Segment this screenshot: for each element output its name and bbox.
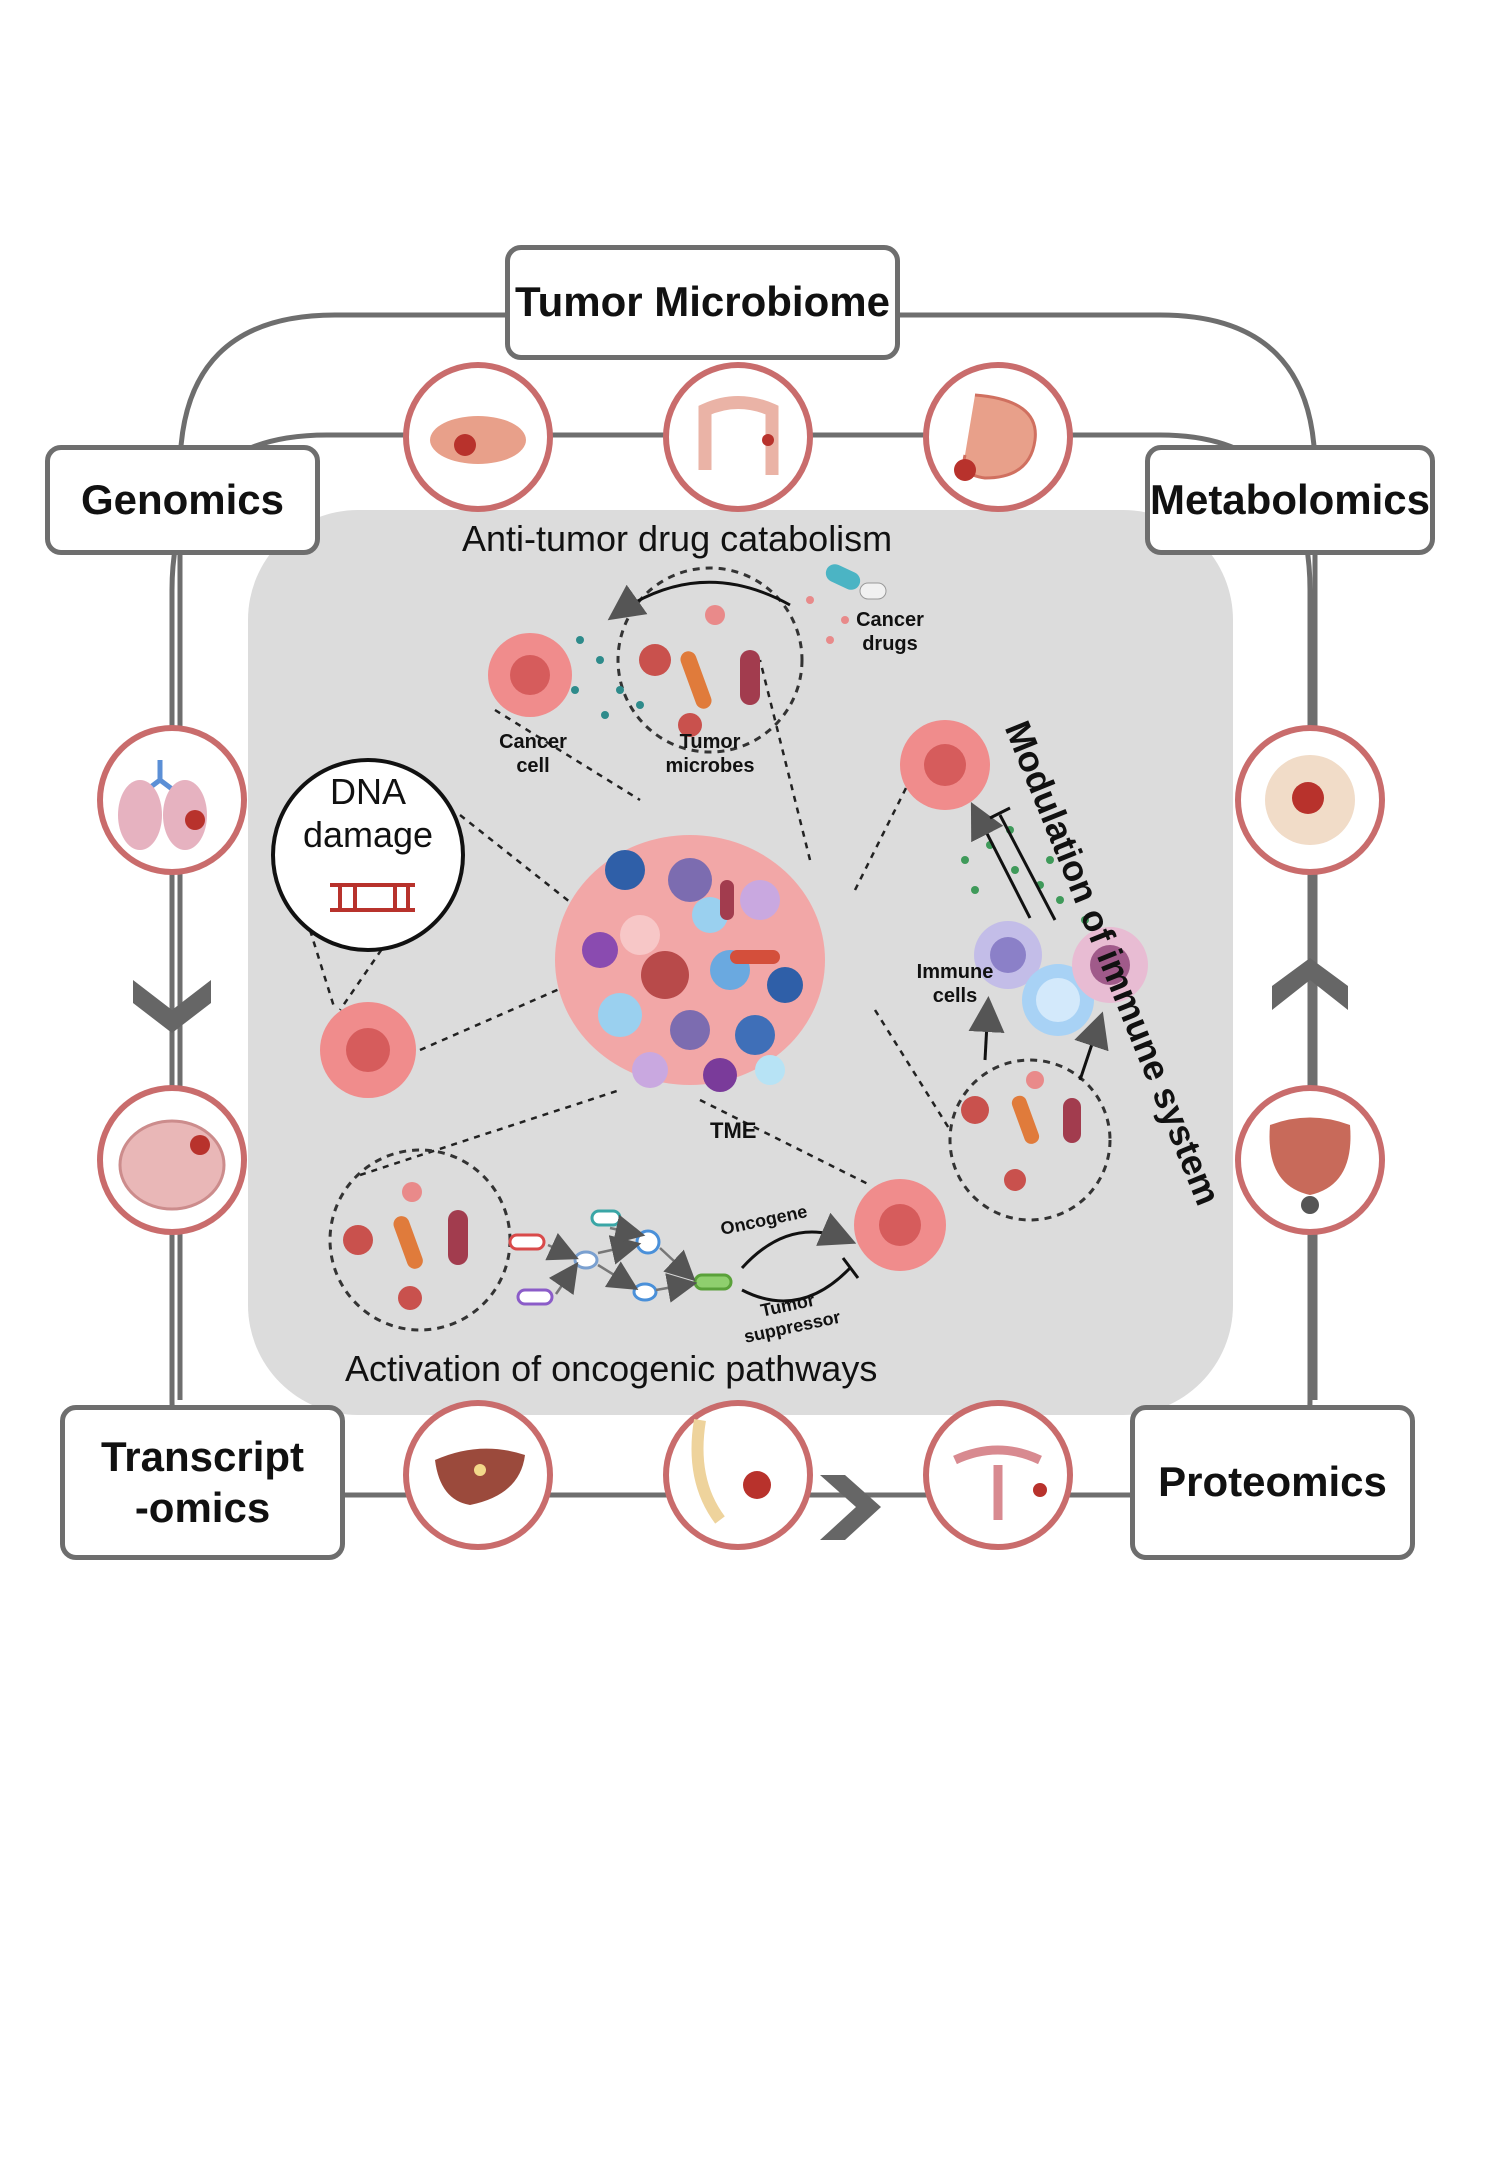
proteomics-label: Proteomics (1158, 1458, 1387, 1506)
tumor-microbes-line2: microbes (665, 755, 755, 777)
dna-icon (330, 883, 415, 912)
cancer-cell-dna (320, 1002, 416, 1098)
proteomics-box: Proteomics (1130, 1405, 1415, 1560)
drug-particles (571, 596, 849, 719)
cancer-drugs-line2: drugs (862, 633, 918, 655)
esophagus-icon (1235, 725, 1385, 875)
liver-icon (403, 1400, 553, 1550)
tumor-microbiome-box: Tumor Microbiome (505, 245, 900, 360)
cancer-drugs-label: Cancer drugs (845, 608, 935, 656)
tumor-microbes-label: Tumor microbes (655, 730, 765, 778)
cancer-cell-line2: cell (516, 755, 550, 777)
tumor-microbiome-label: Tumor Microbiome (515, 278, 890, 326)
cancer-cell-line1: Cancer (499, 731, 567, 753)
up-chevron-icon (1272, 958, 1348, 1010)
cancer-cell-label: Cancer cell (488, 730, 578, 778)
suppressor-inhibition (741, 1257, 860, 1303)
immune-microbes (961, 1071, 1081, 1191)
immune-cells-line2: cells (932, 985, 978, 1007)
immune-cells-label: Immune cells (905, 960, 1005, 1008)
dna-line2: damage (302, 814, 434, 856)
cancer-cell-top (488, 633, 572, 717)
brain-icon (97, 1085, 247, 1235)
oncogene-arrow (740, 1212, 857, 1270)
immune-arrows (968, 801, 1109, 1081)
uterus-icon (923, 1400, 1073, 1550)
cancer-cell-right (900, 720, 990, 810)
dna-damage-circle (271, 758, 465, 952)
bottom-microbes (343, 1182, 468, 1310)
colon-icon (663, 362, 813, 512)
dashed-connectors (308, 659, 952, 1187)
cancer-drugs-line1: Cancer (856, 609, 924, 631)
dna-damage-label: DNA damage (278, 770, 458, 856)
tme-label: TME (710, 1118, 757, 1143)
activation-label: Activation of oncogenic pathways (345, 1348, 878, 1389)
cancer-cell-bottom (854, 1179, 946, 1271)
drug-catabolism-arrow (607, 580, 791, 621)
immune-cells-line1: Immune (916, 961, 994, 983)
transcriptomics-label-2: -omics (134, 1483, 271, 1531)
metabolomics-box: Metabolomics (1145, 445, 1435, 555)
transcriptomics-box: Transcript -omics (60, 1405, 345, 1560)
down-chevron-icon (133, 980, 211, 1033)
organ-circles (97, 362, 1385, 1550)
top-microbes (639, 605, 760, 737)
pancreas-icon (403, 362, 553, 512)
metabolomics-label: Metabolomics (1149, 475, 1431, 523)
right-chevron-icon (820, 1475, 881, 1540)
pathway-arrows (545, 1214, 698, 1303)
pill-icon (825, 564, 887, 600)
transcriptomics-label-1: Transcript (100, 1433, 305, 1481)
bladder-icon (1235, 1085, 1385, 1235)
genomics-box: Genomics (45, 445, 320, 555)
lung-icon (97, 725, 247, 875)
genomics-label: Genomics (80, 475, 285, 523)
immune-microbes-circle (948, 1058, 1112, 1222)
anti-tumor-label: Anti-tumor drug catabolism (462, 518, 893, 559)
tumor-microbes-line1: Tumor (679, 731, 741, 753)
stomach-icon (923, 362, 1073, 512)
breast-icon (663, 1400, 813, 1550)
tumor-microbes-circle (616, 566, 804, 754)
tme-cluster (555, 835, 825, 1092)
pathway-nodes (508, 1209, 733, 1306)
dna-line1: DNA (329, 771, 406, 812)
